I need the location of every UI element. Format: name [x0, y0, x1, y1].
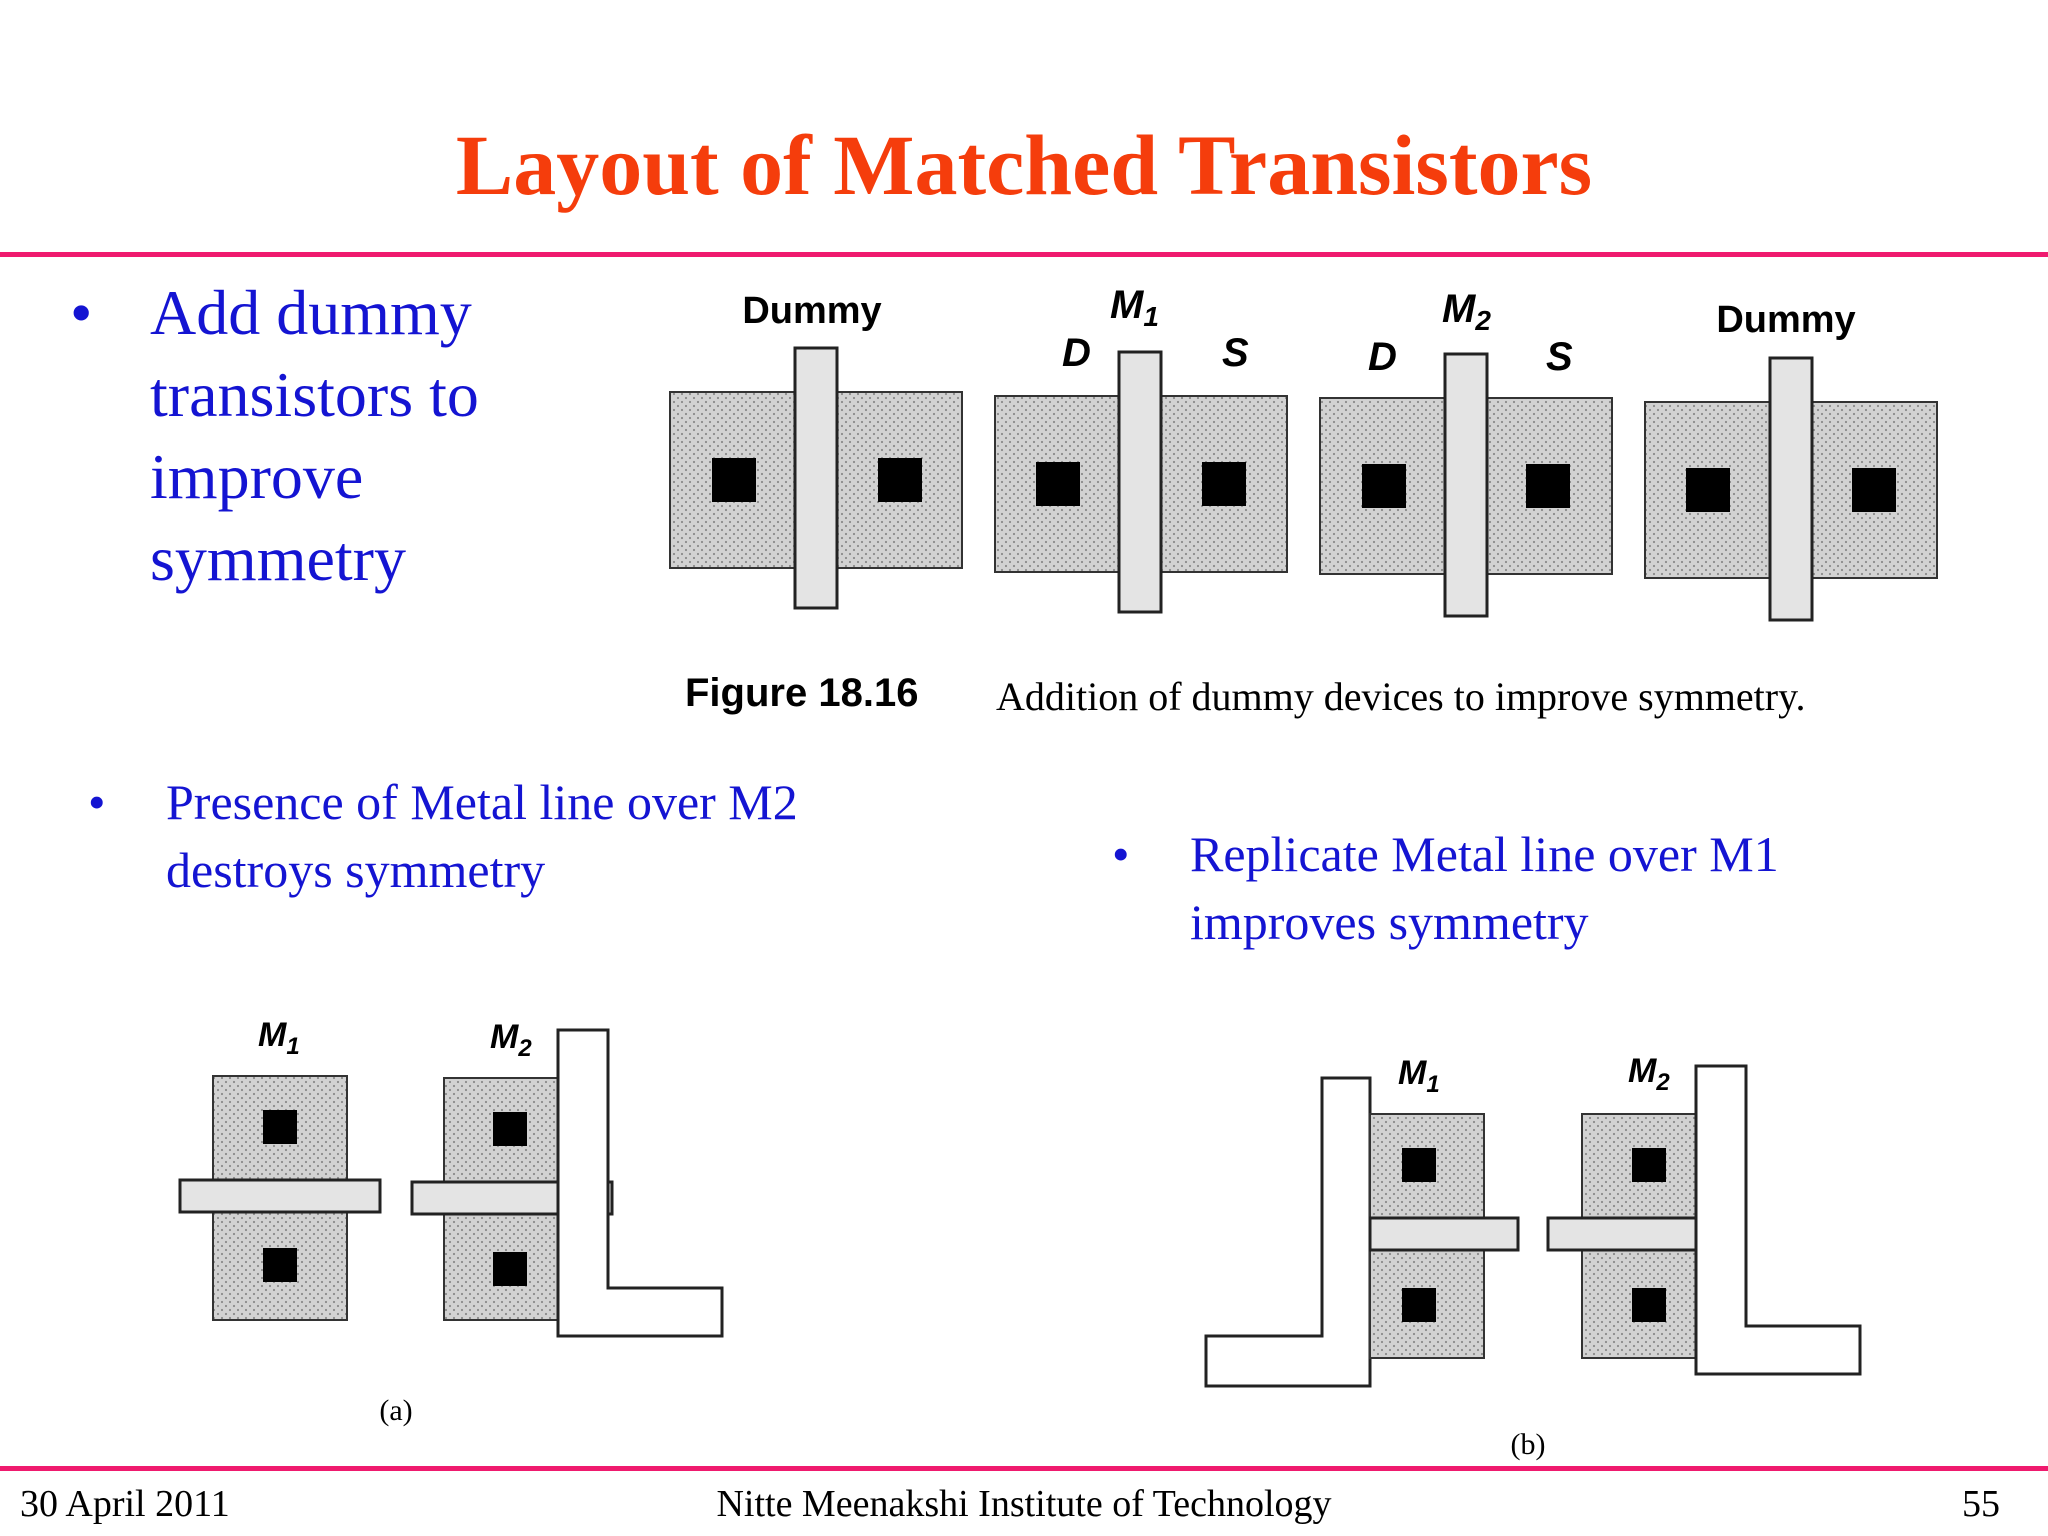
- dummy-device-left: [669, 346, 963, 610]
- figure-b-label: (b): [1511, 1428, 1546, 1461]
- figure-a-label-m2: M2: [490, 1018, 532, 1062]
- label-s2: S: [1546, 335, 1573, 379]
- label-m1: M1: [1110, 283, 1159, 332]
- slide-title: Layout of Matched Transistors: [455, 117, 1593, 213]
- footer-page-number: 55: [1962, 1483, 2000, 1525]
- figure-a-metal-line: [556, 1028, 724, 1338]
- bullet-text: Replicate Metal line over M1 improves sy…: [1190, 826, 1779, 950]
- bullet-dot: •: [88, 774, 106, 830]
- label-dummy-left: Dummy: [742, 290, 881, 332]
- caption-text: Addition of dummy devices to improve sym…: [996, 674, 1806, 719]
- m1-device: [994, 350, 1288, 614]
- bullet-text: Add dummy transistors to improve symmetr…: [150, 277, 479, 594]
- label-d2: D: [1368, 335, 1397, 379]
- title-underline: [0, 252, 2048, 257]
- figure-b-m1: [1368, 1113, 1520, 1359]
- label-s1: S: [1222, 331, 1249, 375]
- figure-a-m2: [410, 1077, 614, 1321]
- m2-device: [1319, 352, 1613, 618]
- label-m2: M2: [1442, 287, 1491, 336]
- footer-date: 30 April 2011: [20, 1483, 230, 1525]
- bullet-text: Presence of Metal line over M2 destroys …: [166, 774, 798, 898]
- figure-b-label-m2: M2: [1628, 1052, 1670, 1096]
- bullet-dot: •: [1112, 826, 1130, 882]
- figure-b-label-m1: M1: [1398, 1054, 1440, 1098]
- figure-a-label: (a): [379, 1394, 412, 1427]
- figure-b-m2: [1546, 1113, 1698, 1359]
- figure-a-m1: [178, 1075, 382, 1321]
- bullet-dot: •: [70, 277, 93, 348]
- label-dummy-right: Dummy: [1716, 299, 1855, 341]
- figure-b-metal-line-left: [1204, 1076, 1372, 1388]
- label-d1: D: [1062, 331, 1091, 375]
- footer-institute: Nitte Meenakshi Institute of Technology: [716, 1483, 1332, 1525]
- caption-number: Figure 18.16: [685, 671, 918, 715]
- figure-dummy-devices: Dummy M1 D S M2 D S Dummy Figure 18.16 A…: [669, 283, 1938, 719]
- footer-rule: [0, 1466, 2048, 1471]
- dummy-device-right: [1644, 356, 1938, 622]
- figure-a-label-m1: M1: [258, 1016, 300, 1060]
- figure-b-metal-line-right: [1694, 1064, 1862, 1376]
